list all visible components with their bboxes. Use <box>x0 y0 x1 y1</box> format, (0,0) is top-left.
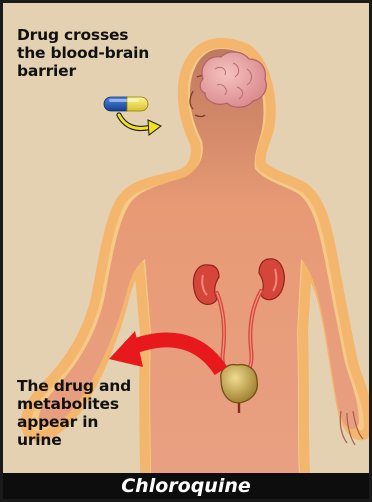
annotation-urine: The drug and metabolites appear in urine <box>17 377 131 449</box>
right-kidney <box>259 259 284 300</box>
annotation-line: appear in <box>17 413 131 431</box>
annotation-line: barrier <box>17 62 149 80</box>
annotation-blood-brain-barrier: Drug crosses the blood-brain barrier <box>17 26 149 80</box>
left-kidney <box>194 265 219 305</box>
caption-bar: Chloroquine <box>3 473 369 499</box>
annotation-line: urine <box>17 431 131 449</box>
brain <box>200 52 266 107</box>
capsule-icon <box>104 97 148 111</box>
annotation-line: metabolites <box>17 395 131 413</box>
bladder <box>221 365 258 403</box>
annotation-line: Drug crosses <box>17 26 149 44</box>
curved-arrow-icon <box>119 115 161 135</box>
annotation-line: The drug and <box>17 377 131 395</box>
annotation-line: the blood-brain <box>17 44 149 62</box>
drug-name-caption: Chloroquine <box>121 475 251 497</box>
